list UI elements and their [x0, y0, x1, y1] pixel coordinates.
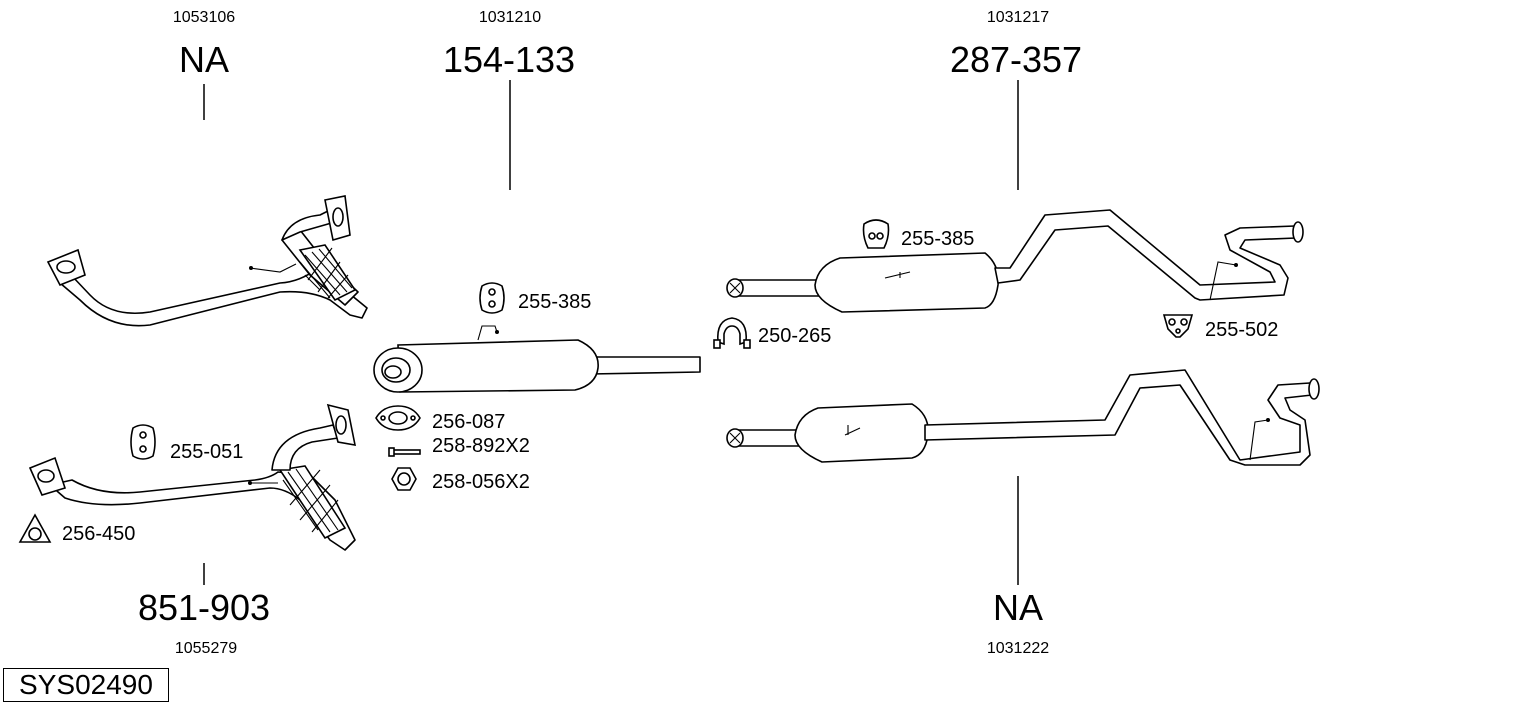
part-number-rear-bottom[interactable]: NA	[992, 587, 1044, 628]
hanger-icon	[130, 424, 156, 460]
front-pipe-top	[46, 195, 368, 327]
part-number-middle[interactable]: 154-133	[442, 39, 576, 80]
accessory-label-hanger-tail[interactable]: 255-502	[1205, 319, 1279, 341]
front-pipe-bottom	[28, 403, 357, 551]
accessory-label-hanger-front[interactable]: 255-051	[170, 441, 244, 463]
assembly-code-front-bottom: 1055279	[174, 640, 238, 657]
rear-silencer-bottom	[726, 369, 1320, 466]
accessory-label-clamp-rear[interactable]: 250-265	[758, 325, 832, 347]
accessory-label-gasket-mid[interactable]: 256-087	[432, 411, 506, 433]
gasket-icon	[18, 513, 52, 543]
flange-icon	[28, 456, 67, 496]
flex-section	[278, 465, 347, 540]
accessory-label-nut-mid[interactable]: 258-056X2	[432, 471, 530, 493]
accessory-label-bolt-mid[interactable]: 258-892X2	[432, 435, 530, 457]
accessory-label-hanger-mid[interactable]: 255-385	[518, 291, 592, 313]
assembly-code-rear-top: 1031217	[986, 9, 1050, 26]
rear-silencer-top	[726, 209, 1304, 313]
clamp-icon	[713, 317, 751, 349]
system-id-box: SYS02490	[3, 668, 169, 702]
leader-lines	[203, 80, 1019, 585]
assembly-code-front-top: 1053106	[172, 9, 236, 26]
part-number-front-top[interactable]: NA	[178, 39, 230, 80]
assembly-code-rear-bottom: 1031222	[986, 640, 1050, 657]
flange-icon	[46, 248, 86, 287]
hanger-icon	[1162, 314, 1194, 338]
flange-icon	[324, 195, 351, 242]
middle-silencer	[373, 325, 701, 393]
hanger-icon	[479, 282, 505, 314]
flange-icon	[326, 403, 357, 446]
assembly-code-middle: 1031210	[478, 9, 542, 26]
accessory-label-hanger-rear[interactable]: 255-385	[901, 228, 975, 250]
part-number-rear-top[interactable]: 287-357	[949, 39, 1083, 80]
bolt-icon	[388, 447, 421, 457]
part-number-front-bottom[interactable]: 851-903	[137, 587, 271, 628]
nut-icon	[391, 467, 417, 491]
accessory-label-gasket-front[interactable]: 256-450	[62, 523, 136, 545]
gasket-icon	[375, 405, 421, 431]
hanger-icon	[862, 219, 890, 249]
flex-section	[298, 244, 357, 302]
